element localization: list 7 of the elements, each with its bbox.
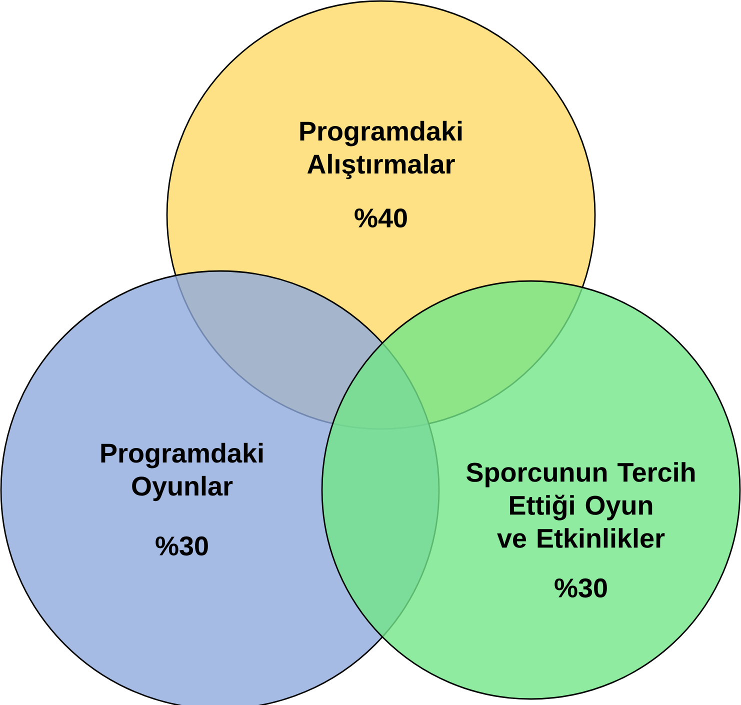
circle-label: Sporcunun Tercih Ettiği Oyun ve Etkinlikler: [466, 462, 695, 548]
circle-label: Programdaki Oyunlar: [101, 442, 263, 502]
venn-circle: [321, 280, 741, 700]
circle-label: Programdaki Alıştırmalar: [300, 120, 462, 180]
percentage-label: %40: [354, 208, 407, 228]
percentage-label: %30: [156, 536, 208, 556]
percentage-label: %30: [554, 578, 607, 598]
